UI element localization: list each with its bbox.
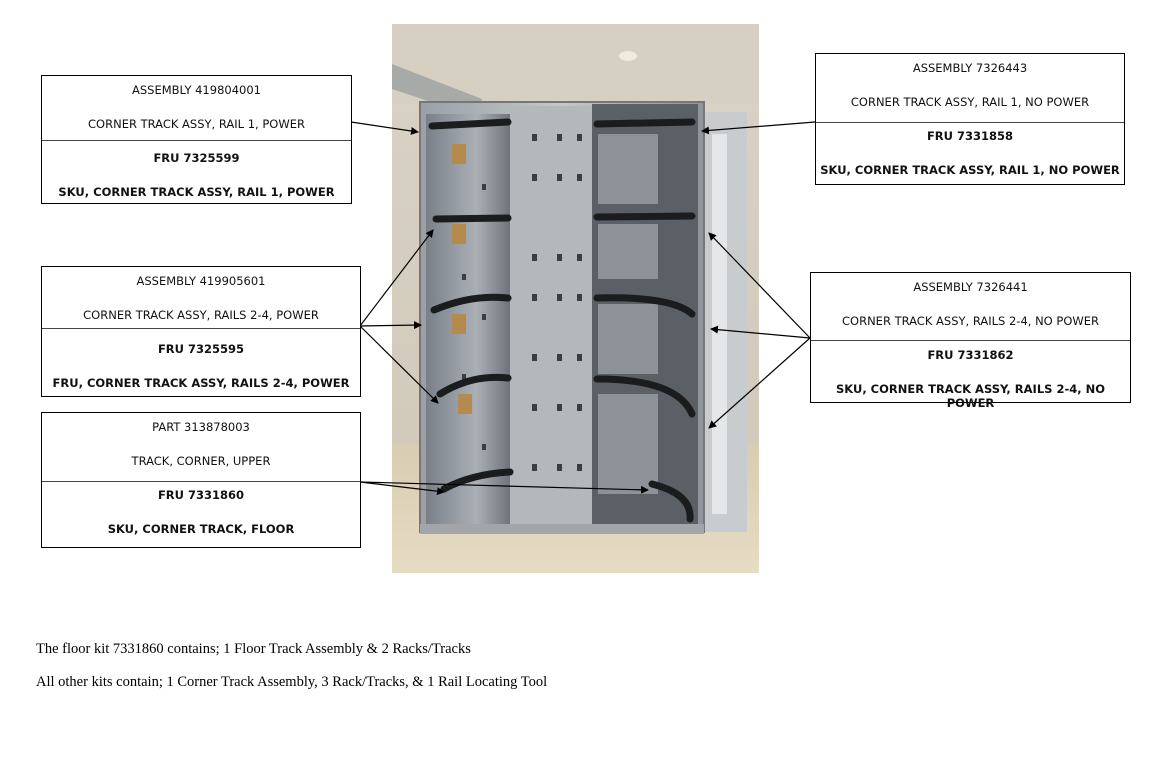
callout-sku-description: SKU, CORNER TRACK ASSY, RAIL 1, POWER — [58, 185, 335, 199]
callout-divider — [42, 328, 360, 329]
callout-assembly-description: CORNER TRACK ASSY, RAIL 1, NO POWER — [850, 95, 1090, 109]
callout-divider — [816, 122, 1124, 123]
callout-assembly-7326443: ASSEMBLY 7326443 CORNER TRACK ASSY, RAIL… — [815, 53, 1125, 185]
callout-assembly-419905601: ASSEMBLY 419905601 CORNER TRACK ASSY, RA… — [41, 266, 361, 397]
callout-fru-number: FRU 7331862 — [927, 348, 1014, 362]
callout-divider — [42, 481, 360, 482]
note-floor-kit: The floor kit 7331860 contains; 1 Floor … — [36, 641, 471, 657]
callout-fru-number: FRU 7325595 — [157, 342, 245, 356]
callout-assembly-number: ASSEMBLY 419905601 — [136, 274, 266, 288]
callout-fru-number: FRU 7331860 — [157, 488, 245, 502]
callout-sku-description: SKU, CORNER TRACK, FLOOR — [107, 522, 295, 536]
callout-divider — [811, 340, 1130, 341]
callout-part-description: TRACK, CORNER, UPPER — [131, 454, 271, 468]
callout-assembly-description: CORNER TRACK ASSY, RAILS 2-4, NO POWER — [842, 314, 1099, 328]
callout-assembly-description: CORNER TRACK ASSY, RAILS 2-4, POWER — [83, 308, 319, 322]
callout-sku-description: FRU, CORNER TRACK ASSY, RAILS 2-4, POWER — [52, 376, 350, 390]
callout-assembly-number: ASSEMBLY 7326443 — [912, 61, 1028, 75]
callout-assembly-number: ASSEMBLY 7326441 — [913, 280, 1028, 294]
library-frame-photo — [392, 24, 759, 573]
callout-assembly-number: ASSEMBLY 419804001 — [132, 83, 261, 97]
callout-fru-number: FRU 7331858 — [926, 129, 1014, 143]
callout-divider — [42, 140, 351, 141]
callout-fru-number: FRU 7325599 — [153, 151, 240, 165]
callout-part-313878003: PART 313878003 TRACK, CORNER, UPPER FRU … — [41, 412, 361, 548]
callout-sku-description: SKU, CORNER TRACK ASSY, RAILS 2-4, NO PO… — [835, 382, 1105, 410]
callout-sku-description: SKU, CORNER TRACK ASSY, RAIL 1, NO POWER — [820, 163, 1120, 177]
note-other-kits: All other kits contain; 1 Corner Track A… — [36, 674, 548, 690]
callout-assembly-7326441: ASSEMBLY 7326441 CORNER TRACK ASSY, RAIL… — [810, 272, 1131, 410]
callout-assembly-description: CORNER TRACK ASSY, RAIL 1, POWER — [88, 117, 305, 131]
callout-assembly-419804001: ASSEMBLY 419804001 CORNER TRACK ASSY, RA… — [41, 75, 352, 204]
callout-part-number: PART 313878003 — [152, 420, 250, 434]
